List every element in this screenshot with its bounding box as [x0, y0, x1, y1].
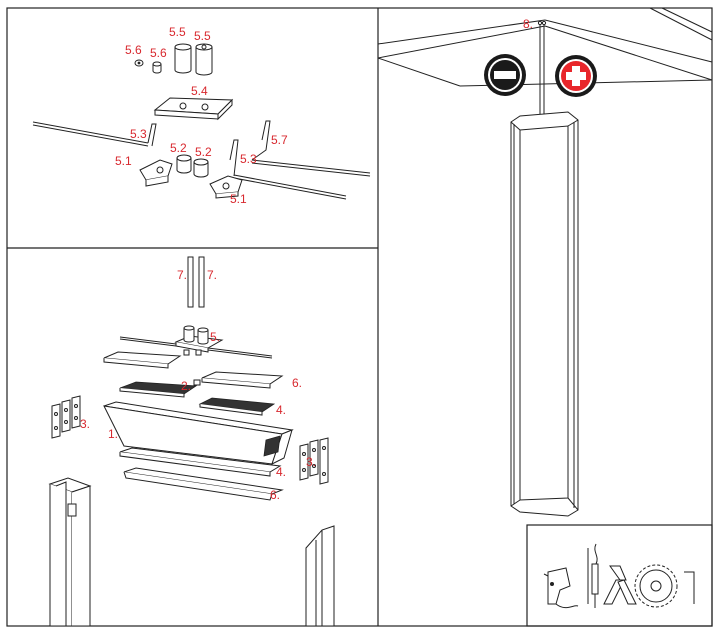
label-5-2a: 5.2 [170, 141, 187, 155]
label-6a: 6. [292, 376, 302, 390]
frame-profile-left [48, 477, 92, 627]
label-6b: 6. [270, 488, 280, 502]
mounting-bracket-right [299, 437, 329, 485]
label-5-1b: 5.1 [230, 192, 247, 206]
mounting-bracket-left [51, 395, 81, 439]
label-7b: 7. [207, 268, 217, 282]
main-profile [103, 401, 294, 465]
end-cap-top-right [201, 371, 284, 389]
label-5-6b: 5.6 [150, 46, 167, 60]
label-8: 8. [523, 17, 533, 31]
connector-block [193, 379, 201, 386]
end-cap-top-left [103, 351, 182, 369]
label-3b: 3. [306, 455, 316, 469]
plus-icon [555, 55, 597, 97]
label-3a: 3. [80, 417, 90, 431]
label-7a: 7. [177, 268, 187, 282]
bottom-left-panel: 7. 7. 5. 2. 6. 4. 3. 1. 3. 4. 6. [48, 256, 335, 627]
cable-clamp-left [139, 159, 173, 187]
label-5-2b: 5.2 [195, 145, 212, 159]
small-nut-right [152, 61, 162, 74]
ceiling-lines [377, 7, 713, 87]
bracket-screw-right [193, 158, 209, 178]
bracket-screw-left [176, 154, 192, 174]
diffuser [123, 467, 284, 501]
frame-profile-right [305, 525, 335, 627]
cable-clamp-right [209, 175, 243, 199]
hex-key-icon [684, 571, 695, 604]
label-4b: 4. [276, 465, 286, 479]
label-1: 1. [108, 427, 118, 441]
power-cables [537, 20, 547, 116]
label-5-4: 5.4 [191, 84, 208, 98]
label-5-5a: 5.5 [169, 25, 186, 39]
right-panel: 8. [377, 7, 713, 517]
label-5-3a: 5.3 [130, 127, 147, 141]
tools-box [543, 543, 695, 609]
label-5-7: 5.7 [271, 133, 288, 147]
label-5-6a: 5.6 [125, 43, 142, 57]
label-4a: 4. [276, 403, 286, 417]
wire-stripper-icon [603, 565, 637, 605]
pendant-luminaire [510, 111, 579, 517]
screw-cap-left [174, 43, 192, 74]
voltage-tester-icon [587, 543, 599, 608]
label-5: 5. [210, 330, 220, 344]
led-strip-top [119, 381, 276, 416]
label-5-1a: 5.1 [115, 154, 132, 168]
suspension-cables [32, 120, 371, 200]
screw-cap-right [195, 43, 213, 76]
cable-assembly [119, 325, 273, 359]
drill-icon [543, 567, 579, 609]
label-5-5b: 5.5 [194, 29, 211, 43]
label-2: 2. [181, 379, 191, 393]
suspension-rods [187, 256, 205, 308]
mounting-plate [153, 97, 234, 121]
panel-borders [6, 7, 713, 627]
minus-icon [484, 54, 526, 96]
label-5-3b: 5.3 [240, 152, 257, 166]
small-nut-left [134, 59, 144, 67]
led-strip-bottom [119, 447, 282, 477]
saw-blade-icon [634, 564, 678, 608]
top-left-panel: 5.5 5.5 5.6 5.6 5.4 5.3 5.7 5.2 5.2 5.1 … [32, 25, 371, 206]
